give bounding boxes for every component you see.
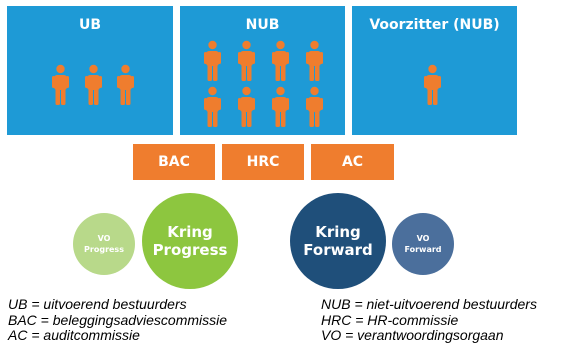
legend-ac: AC = auditcommissie bbox=[8, 327, 140, 343]
person-icon bbox=[117, 64, 134, 105]
vo-progress-line1: VO bbox=[97, 234, 111, 243]
kring-forward-line1: Kring bbox=[315, 223, 361, 241]
person-icon bbox=[272, 86, 289, 127]
kring-forward-circle: Kring Forward bbox=[290, 193, 386, 289]
person-icon bbox=[424, 64, 441, 105]
person-icon bbox=[204, 40, 221, 81]
kring-progress-line2: Progress bbox=[152, 241, 228, 259]
person-icon bbox=[52, 64, 69, 105]
ub-box-title: UB bbox=[78, 17, 102, 33]
legend-nub: NUB = niet-uitvoerend bestuurders bbox=[321, 296, 537, 312]
legend-bac: BAC = beleggingsadviescommissie bbox=[8, 311, 228, 328]
person-icon bbox=[238, 40, 255, 81]
person-icon bbox=[306, 86, 323, 127]
vo-progress-line2: Progress bbox=[84, 245, 124, 254]
person-icon bbox=[238, 86, 255, 127]
voorzitter-box: Voorzitter (NUB) bbox=[352, 6, 517, 135]
legend-ub: UB = uitvoerend bestuurders bbox=[8, 296, 187, 312]
vo-forward-line2: Forward bbox=[404, 245, 442, 254]
kring-forward-line2: Forward bbox=[303, 241, 373, 259]
vo-progress-circle: VO Progress bbox=[73, 213, 135, 275]
person-icon bbox=[272, 40, 289, 81]
person-icon bbox=[85, 64, 102, 105]
committee-ac: AC bbox=[311, 144, 394, 180]
legend-hrc: HRC = HR-commissie bbox=[321, 311, 459, 328]
vo-forward-circle: VO Forward bbox=[392, 213, 454, 275]
person-icon bbox=[204, 86, 221, 127]
nub-box: NUB bbox=[180, 6, 345, 135]
vo-forward-line1: VO bbox=[416, 234, 430, 243]
committee-hrc: HRC bbox=[222, 144, 304, 180]
voorzitter-box-title: Voorzitter (NUB) bbox=[369, 17, 500, 33]
committee-bac: BAC bbox=[133, 144, 215, 180]
person-icon bbox=[306, 40, 323, 81]
ub-box: UB bbox=[7, 6, 173, 135]
legend-left: UB = uitvoerend bestuurders BAC = belegg… bbox=[8, 296, 228, 344]
legend-vo: VO = verantwoordingsorgaan bbox=[321, 327, 504, 343]
nub-box-title: NUB bbox=[245, 17, 280, 33]
legend-right: NUB = niet-uitvoerend bestuurders HRC = … bbox=[321, 296, 537, 344]
kring-progress-line1: Kring bbox=[167, 223, 213, 241]
kring-progress-circle: Kring Progress bbox=[142, 193, 238, 289]
